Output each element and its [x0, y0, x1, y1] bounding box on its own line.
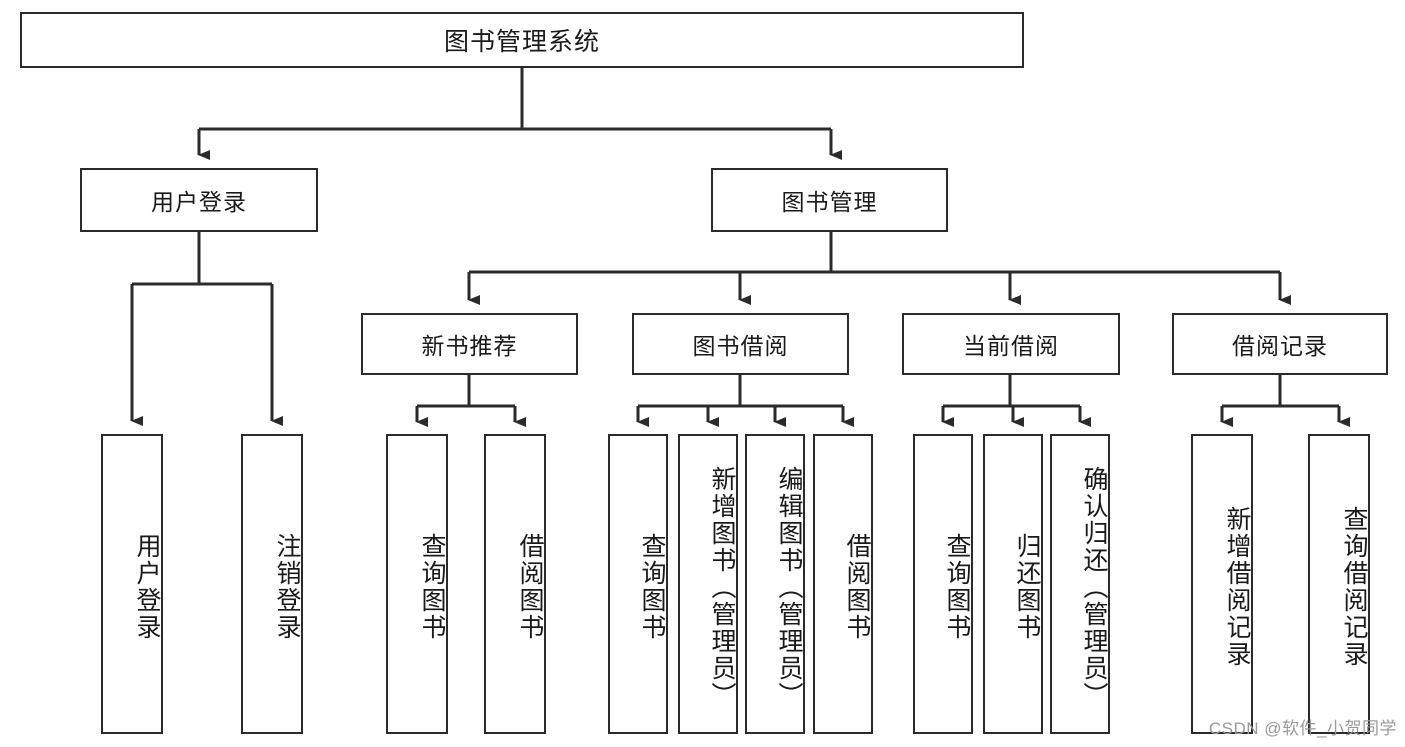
node-new-book-recommend[interactable]: 新书推荐: [361, 313, 578, 375]
node-add-borrow-record[interactable]: 新增借阅记录: [1191, 434, 1253, 734]
node-query-book-3[interactable]: 查询图书: [913, 434, 973, 734]
node-label: 注销登录: [273, 533, 301, 641]
node-user-logout[interactable]: 注销登录: [241, 434, 303, 734]
node-add-book-admin[interactable]: 新增图书（管理员）: [678, 434, 738, 734]
node-query-book-2[interactable]: 查询图书: [608, 434, 668, 734]
node-label: 查询图书: [638, 533, 666, 641]
node-label: 新书推荐: [421, 333, 518, 359]
node-user-login-do[interactable]: 用户登录: [101, 434, 163, 734]
node-return-book[interactable]: 归还图书: [983, 434, 1043, 734]
node-label: 借阅记录: [1232, 333, 1328, 359]
node-label: 新增图书（管理员）: [708, 465, 736, 709]
node-label: 编辑图书（管理员）: [775, 465, 803, 709]
node-label: 用户登录: [133, 533, 161, 641]
node-label: 借阅图书: [843, 533, 871, 641]
node-label: 归还图书: [1013, 533, 1041, 641]
node-query-borrow-record[interactable]: 查询借阅记录: [1308, 434, 1370, 734]
node-label: 确认归还（管理员）: [1080, 465, 1108, 709]
node-current-borrow[interactable]: 当前借阅: [902, 313, 1120, 375]
node-label: 图书管理: [781, 189, 878, 215]
node-label: 新增借阅记录: [1223, 506, 1251, 668]
node-root-system-title[interactable]: 图书管理系统: [20, 12, 1024, 68]
node-label: 查询借阅记录: [1340, 506, 1368, 668]
node-borrow-record[interactable]: 借阅记录: [1172, 313, 1388, 375]
node-user-login[interactable]: 用户登录: [80, 168, 318, 232]
node-label: 图书借阅: [692, 333, 789, 359]
node-label: 借阅图书: [516, 533, 544, 641]
node-label: 查询图书: [943, 533, 971, 641]
node-label: 用户登录: [151, 189, 247, 215]
node-borrow-book-1[interactable]: 借阅图书: [484, 434, 546, 734]
node-book-borrow[interactable]: 图书借阅: [632, 313, 849, 375]
node-confirm-return-admin[interactable]: 确认归还（管理员）: [1050, 434, 1110, 734]
node-edit-book-admin[interactable]: 编辑图书（管理员）: [745, 434, 805, 734]
node-label: 查询图书: [418, 533, 446, 641]
node-book-manage[interactable]: 图书管理: [711, 168, 948, 232]
node-borrow-book-2[interactable]: 借阅图书: [813, 434, 873, 734]
node-label: 当前借阅: [963, 333, 1059, 359]
node-query-book-1[interactable]: 查询图书: [386, 434, 448, 734]
node-label: 图书管理系统: [443, 28, 600, 56]
